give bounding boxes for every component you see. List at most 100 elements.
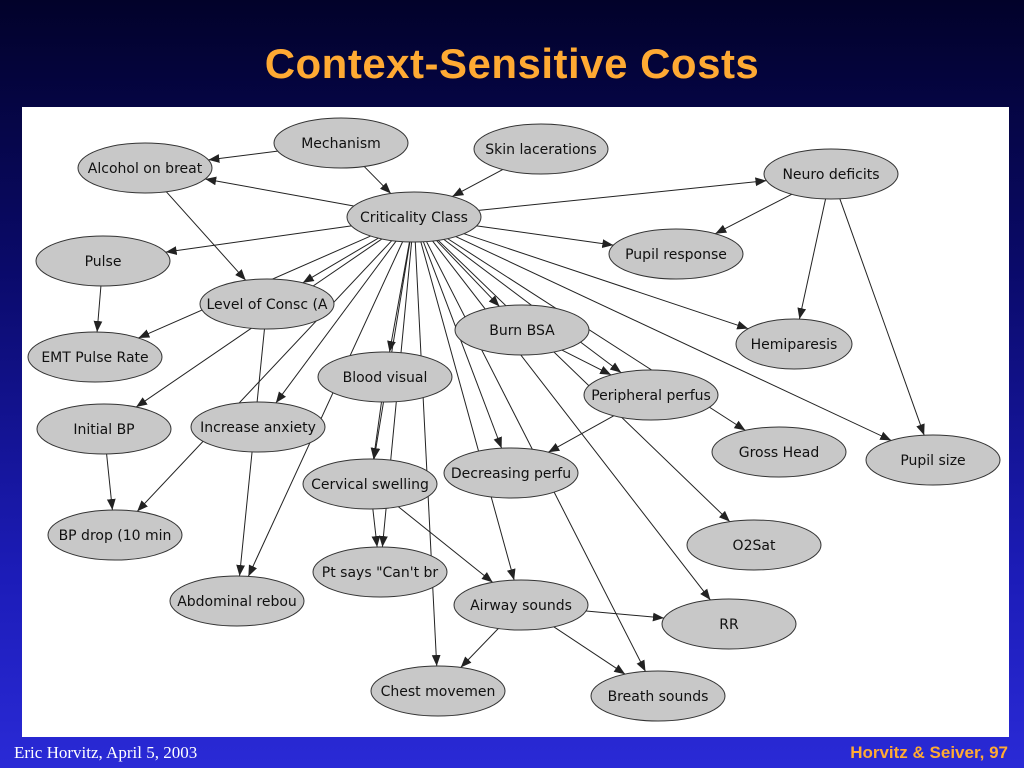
node-ellipse bbox=[711, 426, 847, 478]
node-label: O2Sat bbox=[733, 538, 776, 554]
node-periph[interactable]: Peripheral perfus bbox=[583, 369, 719, 421]
node-ellipse bbox=[454, 304, 590, 356]
node-decperf[interactable]: Decreasing perfu bbox=[443, 447, 579, 499]
node-ellipse bbox=[590, 670, 726, 722]
slide-title: Context-Sensitive Costs bbox=[264, 40, 760, 87]
edge-alcohol-to-loc bbox=[165, 191, 247, 281]
node-ellipse bbox=[47, 509, 183, 561]
node-emt[interactable]: EMT Pulse Rate bbox=[27, 331, 163, 383]
node-pupilsize[interactable]: Pupil size bbox=[865, 434, 1001, 486]
node-ellipse bbox=[443, 447, 579, 499]
edge-bloodvis-to-cervical bbox=[370, 401, 382, 460]
edge-criticality-to-rr bbox=[432, 240, 711, 601]
node-label: Breath sounds bbox=[608, 689, 709, 705]
edge-criticality-to-neuro bbox=[478, 177, 767, 211]
node-skin[interactable]: Skin lacerations bbox=[473, 123, 609, 175]
edge-airway-to-rr bbox=[586, 610, 664, 622]
node-neuro[interactable]: Neuro deficits bbox=[763, 148, 899, 200]
edge-criticality-to-chest bbox=[414, 241, 441, 667]
edge-criticality-to-pupilresp bbox=[476, 225, 614, 248]
node-ellipse bbox=[583, 369, 719, 421]
edge-pulse-to-emt bbox=[93, 285, 103, 333]
node-label: Blood visual bbox=[343, 370, 428, 386]
edge-criticality-to-bloodvis bbox=[387, 241, 410, 353]
node-pulse[interactable]: Pulse bbox=[35, 235, 171, 287]
edge-criticality-to-abdominal bbox=[247, 241, 404, 577]
edge-criticality-to-hemi bbox=[463, 233, 749, 330]
node-label: Level of Consc (A bbox=[206, 297, 327, 313]
node-bloodvis[interactable]: Blood visual bbox=[317, 351, 453, 403]
node-loc[interactable]: Level of Consc (A bbox=[199, 278, 335, 330]
node-ellipse bbox=[273, 117, 409, 169]
node-pupilresp[interactable]: Pupil response bbox=[608, 228, 744, 280]
node-ellipse bbox=[473, 123, 609, 175]
edge-airway-to-breath bbox=[553, 626, 626, 675]
node-label: Airway sounds bbox=[470, 598, 572, 614]
node-ellipse bbox=[763, 148, 899, 200]
edge-neuro-to-hemi bbox=[797, 198, 827, 320]
edge-criticality-to-decperf bbox=[422, 241, 503, 449]
node-ellipse bbox=[608, 228, 744, 280]
node-mechanism[interactable]: Mechanism bbox=[273, 117, 409, 169]
node-ellipse bbox=[686, 519, 822, 571]
node-label: Abdominal rebou bbox=[177, 594, 297, 610]
node-alcohol[interactable]: Alcohol on breat bbox=[77, 142, 213, 194]
node-label: Pulse bbox=[85, 254, 122, 270]
edge-criticality-to-cervical bbox=[371, 241, 411, 460]
edge-periph-to-decperf bbox=[548, 415, 614, 453]
node-initbp[interactable]: Initial BP bbox=[36, 403, 172, 455]
node-ellipse bbox=[169, 575, 305, 627]
node-rr[interactable]: RR bbox=[661, 598, 797, 650]
node-grosshead[interactable]: Gross Head bbox=[711, 426, 847, 478]
node-breath[interactable]: Breath sounds bbox=[590, 670, 726, 722]
node-anxiety[interactable]: Increase anxiety bbox=[190, 401, 326, 453]
edge-mechanism-to-alcohol bbox=[208, 150, 278, 163]
node-bpdrop[interactable]: BP drop (10 min bbox=[47, 509, 183, 561]
edge-neuro-to-pupilresp bbox=[715, 193, 792, 235]
edge-airway-to-chest bbox=[460, 628, 499, 668]
node-ptsays[interactable]: Pt says "Can't br bbox=[312, 546, 448, 598]
node-ellipse bbox=[735, 318, 853, 370]
node-ellipse bbox=[36, 403, 172, 455]
node-ellipse bbox=[370, 665, 506, 717]
node-label: Pupil size bbox=[900, 453, 965, 469]
node-chest[interactable]: Chest movemen bbox=[370, 665, 506, 717]
footer-citation: Horvitz & Seiver, 97 bbox=[850, 743, 1008, 762]
node-label: Chest movemen bbox=[381, 684, 496, 700]
node-label: Alcohol on breat bbox=[88, 161, 203, 177]
node-burn[interactable]: Burn BSA bbox=[454, 304, 590, 356]
node-ellipse bbox=[302, 458, 438, 510]
edge-cervical-to-ptsays bbox=[371, 508, 381, 548]
edge-initbp-to-bpdrop bbox=[106, 453, 116, 511]
node-label: Neuro deficits bbox=[782, 167, 879, 183]
node-cervical[interactable]: Cervical swelling bbox=[302, 458, 438, 510]
edge-criticality-to-pupilsize bbox=[455, 236, 892, 441]
node-hemi[interactable]: Hemiparesis bbox=[735, 318, 853, 370]
node-abdominal[interactable]: Abdominal rebou bbox=[169, 575, 305, 627]
edge-skin-to-criticality bbox=[452, 169, 503, 197]
node-ellipse bbox=[317, 351, 453, 403]
node-label: Pt says "Can't br bbox=[322, 565, 439, 581]
footer-author-date: Eric Horvitz, April 5, 2003 bbox=[14, 743, 198, 762]
node-o2sat[interactable]: O2Sat bbox=[686, 519, 822, 571]
node-label: Criticality Class bbox=[360, 210, 468, 226]
node-ellipse bbox=[453, 579, 589, 631]
node-label: Mechanism bbox=[301, 136, 381, 152]
edge-mechanism-to-criticality bbox=[363, 166, 392, 194]
edge-criticality-to-pulse bbox=[165, 225, 352, 255]
node-label: Cervical swelling bbox=[311, 477, 429, 493]
node-ellipse bbox=[346, 191, 482, 243]
node-label: Burn BSA bbox=[489, 323, 555, 339]
node-label: Initial BP bbox=[73, 422, 134, 438]
edge-criticality-to-bpdrop bbox=[136, 240, 393, 512]
edge-loc-to-abdominal bbox=[236, 328, 265, 577]
edge-burn-to-periph bbox=[561, 349, 612, 376]
node-label: Increase anxiety bbox=[200, 420, 316, 436]
edge-criticality-to-o2sat bbox=[437, 239, 731, 523]
node-label: Hemiparesis bbox=[751, 337, 838, 353]
node-label: Skin lacerations bbox=[485, 142, 596, 158]
node-airway[interactable]: Airway sounds bbox=[453, 579, 589, 631]
node-criticality[interactable]: Criticality Class bbox=[346, 191, 482, 243]
edge-criticality-to-loc bbox=[302, 237, 379, 284]
